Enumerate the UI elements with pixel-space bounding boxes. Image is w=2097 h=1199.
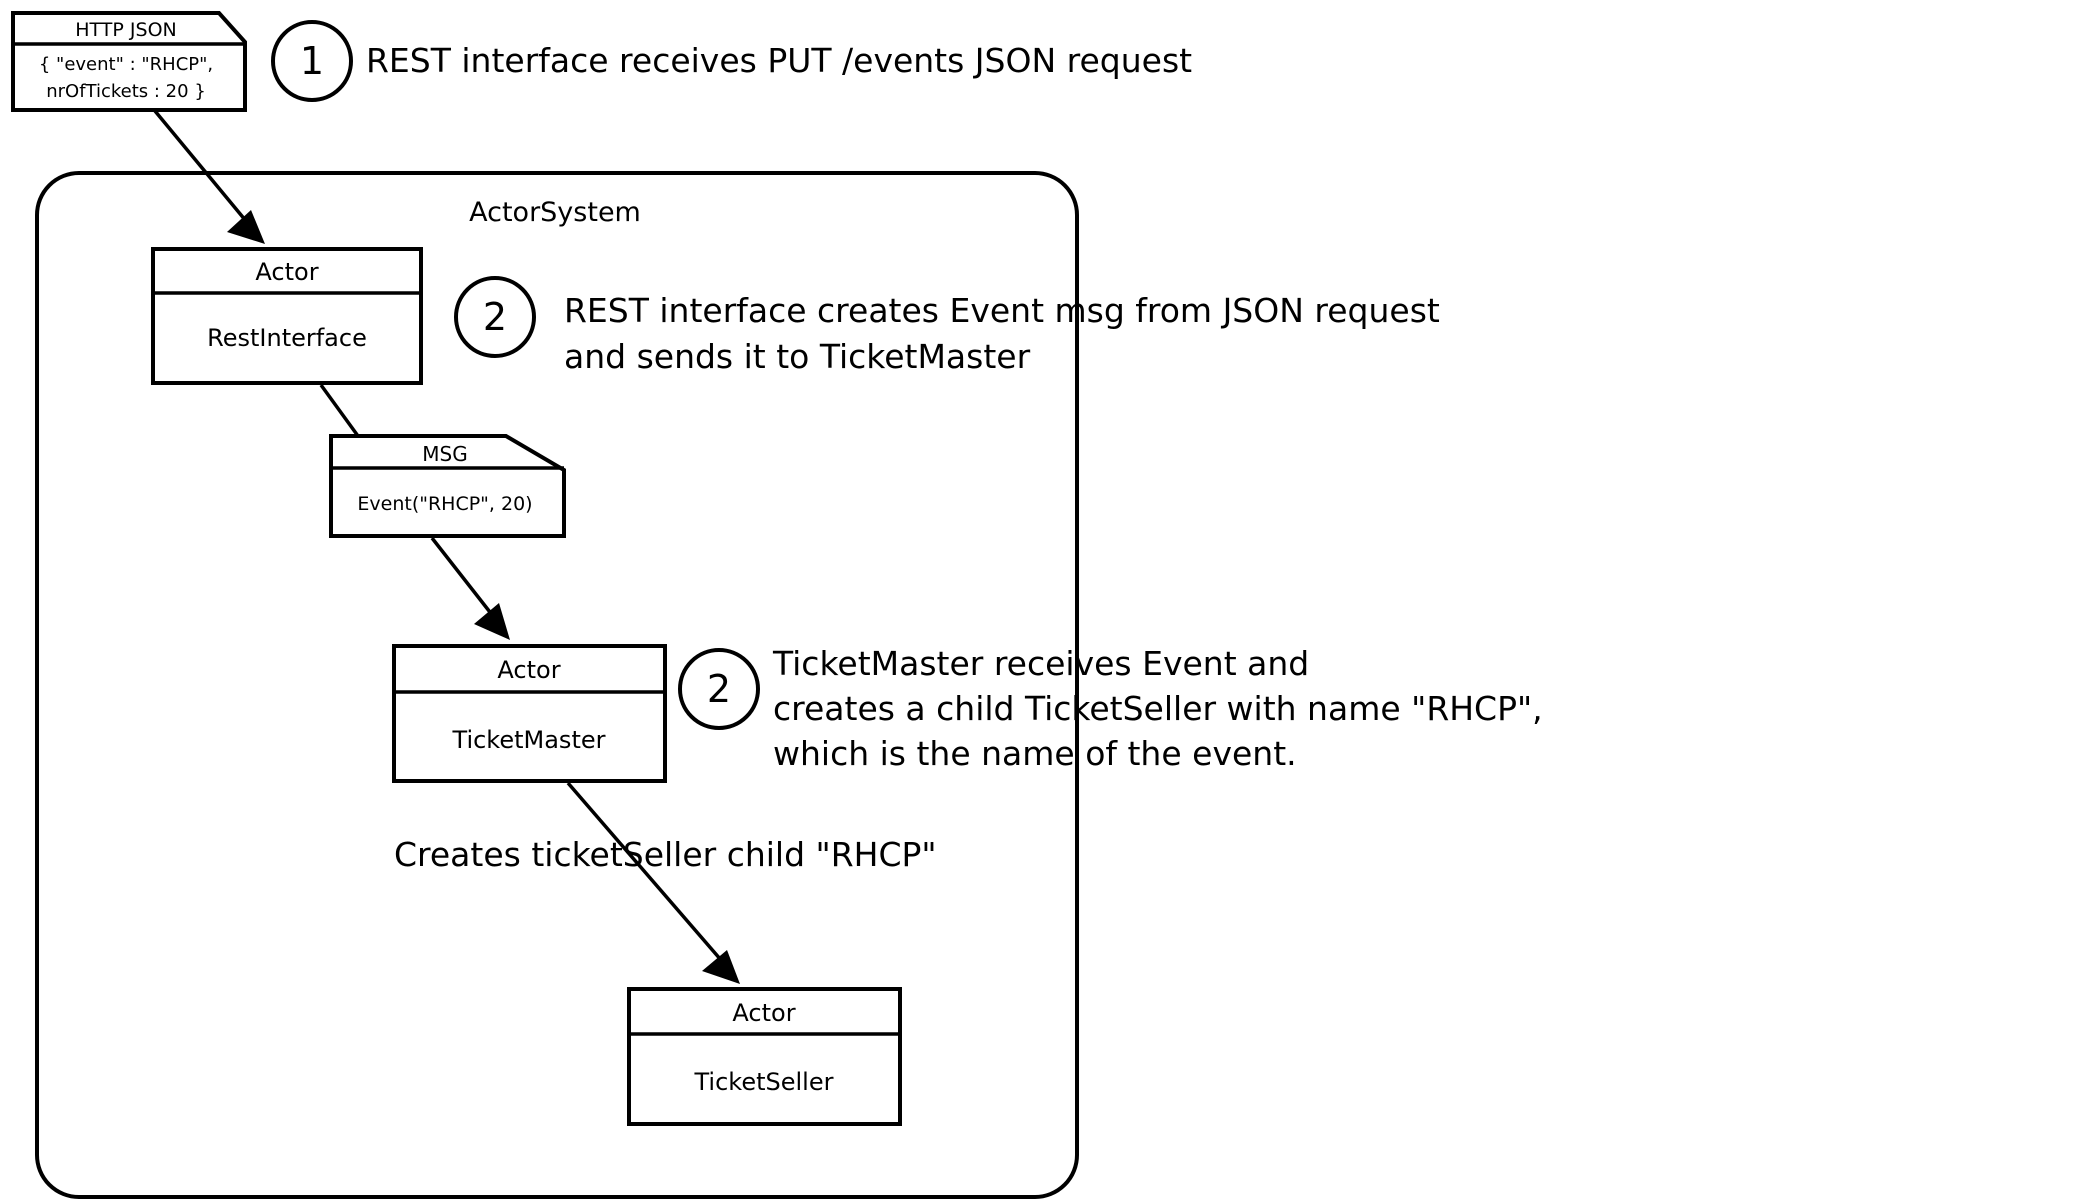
step-3-line-3: which is the name of the event. [773,734,1297,773]
msg-note: MSG Event("RHCP", 20) [329,434,566,538]
msg-note-title: MSG [422,442,467,466]
arrow-ticket-master-to-ticket-seller-head [702,950,740,984]
http-json-note-line-2: nrOfTickets : 20 } [46,81,206,102]
actor-ticket-master-box [392,644,667,783]
step-2-line-1: REST interface creates Event msg from JS… [564,291,1440,330]
step-3-number: 2 [707,667,731,711]
http-json-note-line-1: { "event" : "RHCP", [39,54,213,75]
actor-rest-interface-stereotype: Actor [255,258,318,286]
step-1-number: 1 [300,39,324,83]
actor-ticket-seller: Actor TicketSeller [627,987,902,1126]
msg-note-shape [329,434,566,538]
http-json-note: HTTP JSON { "event" : "RHCP", nrOfTicket… [11,11,247,112]
step-1-text: REST interface receives PUT /events JSON… [366,41,1192,80]
arrow-msg-to-ticket-master [430,536,510,640]
actor-ticket-seller-stereotype: Actor [732,999,795,1027]
arrow-http-to-rest-interface-head [227,210,265,244]
actor-ticket-seller-box [627,987,902,1126]
actor-ticket-master: Actor TicketMaster [392,644,667,783]
step-2-number-circle [454,276,536,358]
step-3-number-circle [678,648,760,730]
step-2-number: 2 [483,295,507,339]
edge-label-creates-ticket-seller: Creates ticketSeller child "RHCP" [394,835,937,874]
arrow-msg-to-ticket-master-line [430,536,495,618]
arrow-msg-to-ticket-master-head [474,603,510,640]
msg-note-body: Event("RHCP", 20) [357,493,532,515]
arrow-http-to-rest-interface [153,109,265,244]
actor-system-label: ActorSystem [469,197,641,228]
actor-ticket-master-stereotype: Actor [497,656,560,684]
arrow-ticket-master-to-ticket-seller-line [566,781,723,962]
step-2-annotation: 2 REST interface creates Event msg from … [454,276,1440,376]
step-3-line-1: TicketMaster receives Event and [772,644,1309,683]
line-rest-interface-to-msg [319,383,360,438]
arrow-ticket-master-to-ticket-seller [566,781,740,984]
step-1-annotation: 1 REST interface receives PUT /events JS… [271,20,1192,102]
http-json-note-title: HTTP JSON [75,19,177,41]
actor-rest-interface: Actor RestInterface [151,247,423,385]
step-2-line-2: and sends it to TicketMaster [564,337,1031,376]
step-1-number-circle [271,20,353,102]
actor-ticket-master-name: TicketMaster [452,726,606,754]
actor-ticket-seller-name: TicketSeller [694,1068,834,1096]
http-json-note-shape [11,11,247,112]
arrow-http-to-rest-interface-line [153,109,248,223]
step-3-annotation: 2 TicketMaster receives Event and create… [678,644,1543,773]
step-3-line-2: creates a child TicketSeller with name "… [773,689,1543,728]
actor-rest-interface-name: RestInterface [207,324,367,352]
actor-rest-interface-box [151,247,423,385]
